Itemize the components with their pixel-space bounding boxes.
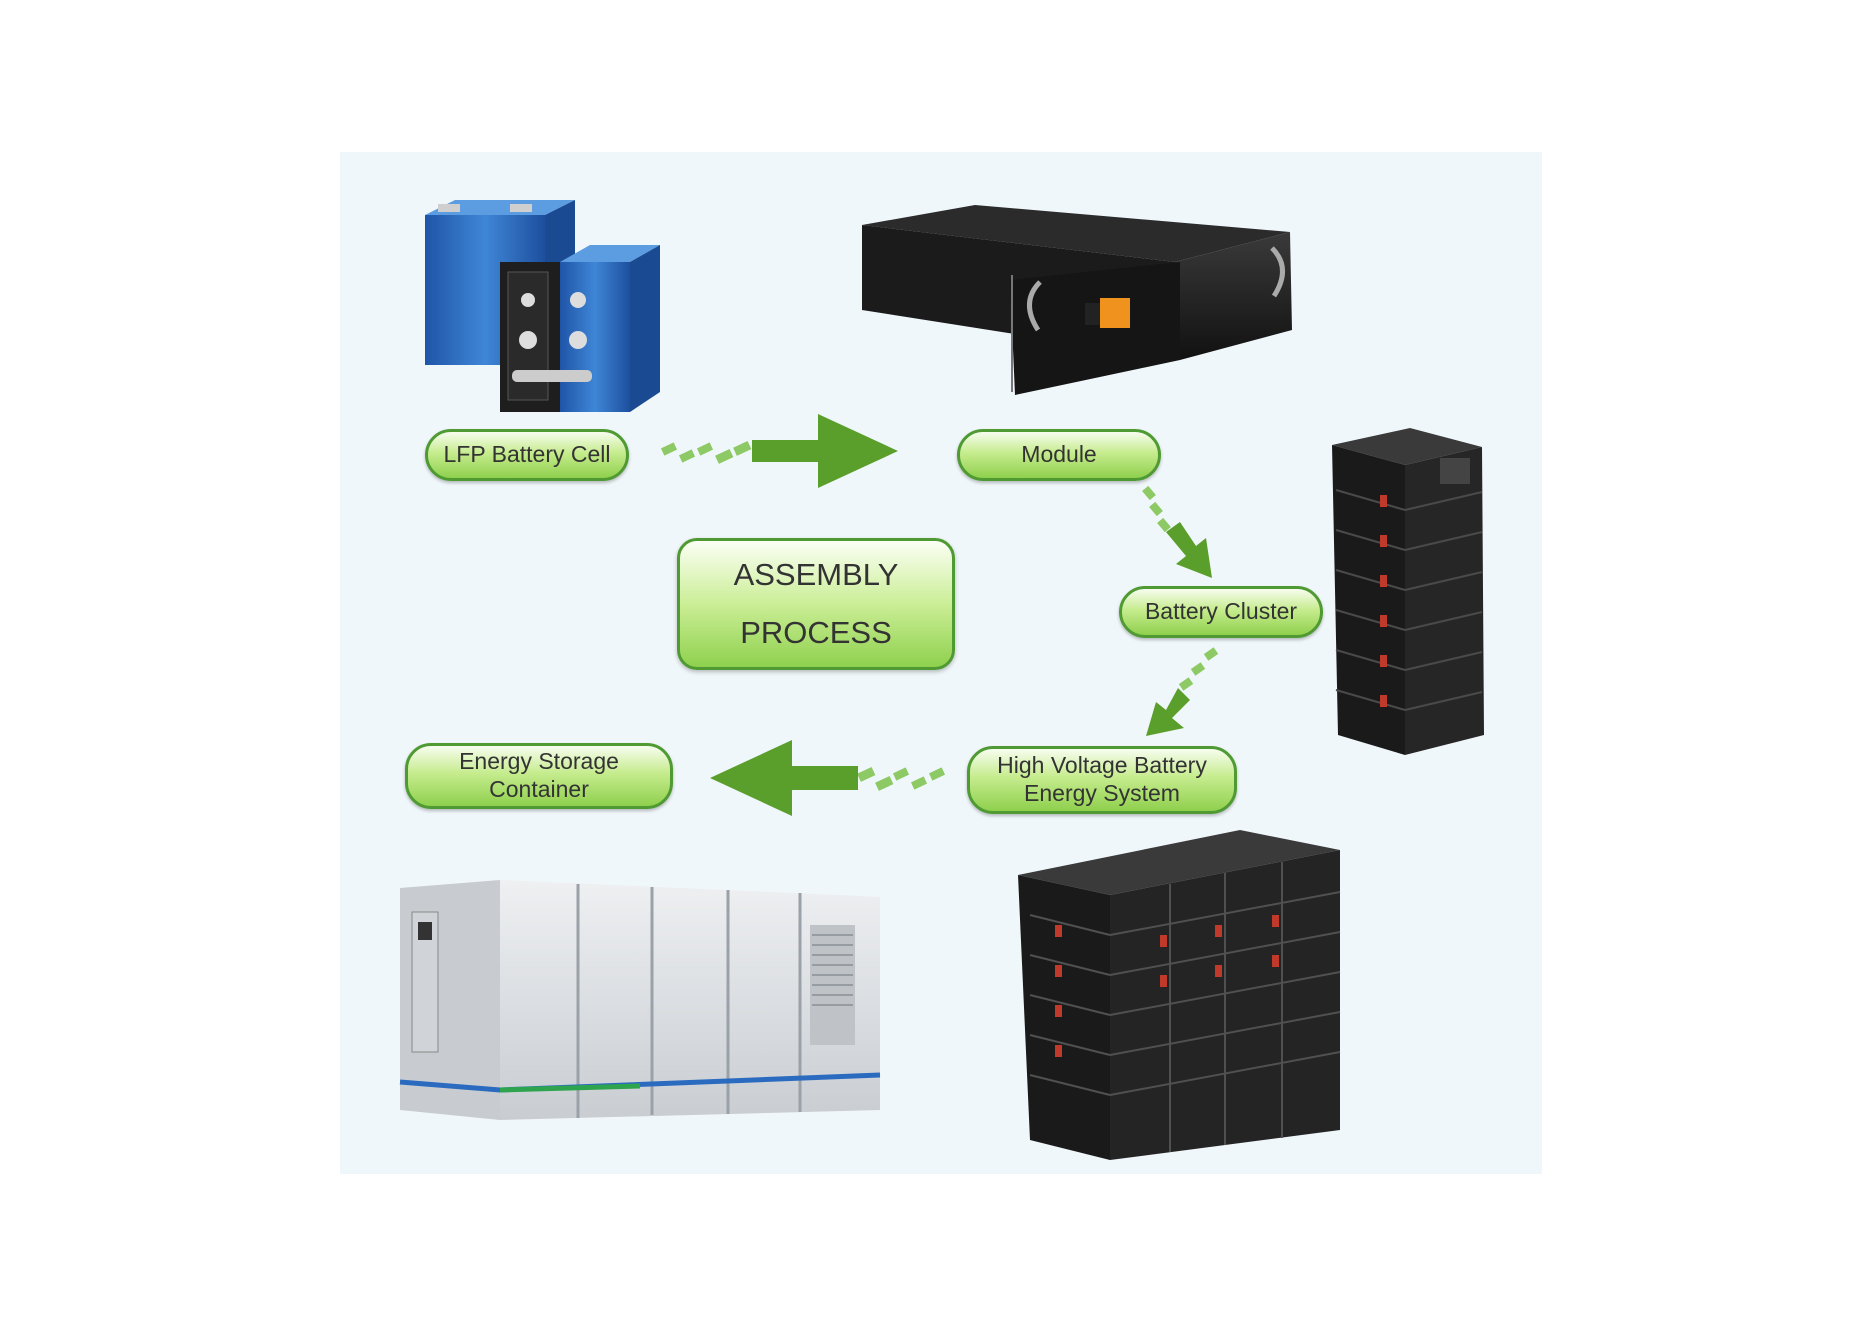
stage-lfp-battery-cell-label: LFP Battery Cell [443,441,611,468]
stage-battery-cluster: Battery Cluster [1119,586,1323,638]
arrow-module-to-cluster [1142,485,1212,578]
high-voltage-system-image [1018,830,1341,1160]
energy-storage-container-image [399,880,881,1120]
stage-high-voltage-system: High Voltage Battery Energy System [967,746,1237,814]
assembly-process-line1: ASSEMBLY [733,557,899,592]
arrow-cell-to-module [660,414,898,488]
arrow-cluster-to-hv [1146,647,1219,736]
stage-energy-storage-container: Energy Storage Container [405,743,673,809]
stage-high-voltage-system-line2: Energy System [1024,780,1180,806]
assembly-process-title: ASSEMBLY PROCESS [677,538,955,670]
stage-high-voltage-system-line1: High Voltage Battery [997,752,1207,779]
stage-lfp-battery-cell: LFP Battery Cell [425,429,629,481]
stage-module: Module [957,429,1161,481]
stage-module-label: Module [1021,441,1097,468]
module-image [862,205,1292,395]
lfp-battery-cell-image [425,200,660,412]
assembly-process-line2: PROCESS [740,615,892,650]
stage-energy-storage-container-line2: Container [489,776,589,802]
arrow-hv-to-container [710,740,946,816]
stage-battery-cluster-label: Battery Cluster [1144,598,1298,625]
stage-energy-storage-container-line1: Energy Storage [459,748,619,775]
battery-cluster-image [1332,428,1484,755]
